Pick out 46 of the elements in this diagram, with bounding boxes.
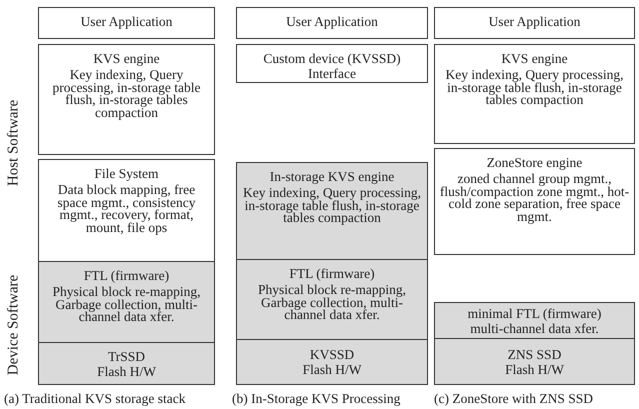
layer-title: minimal FTL (firmware) bbox=[468, 306, 602, 320]
panel-caption: (c) ZoneStore with ZNS SSD bbox=[434, 391, 593, 407]
software-layer-box bbox=[38, 44, 215, 155]
layer-group-label: Host Software bbox=[6, 100, 22, 186]
layer-description: Flash H/W bbox=[505, 362, 564, 376]
software-layer-box bbox=[434, 148, 635, 255]
layer-description: Data block mapping, free space mgmt., consistency mgmt., recovery, format, mount, file ops bbox=[56, 184, 196, 234]
layer-title: FTL (firmware) bbox=[289, 266, 375, 281]
device-layer-box bbox=[38, 342, 215, 385]
layer-group-label: Device Software bbox=[6, 274, 22, 376]
layer-description: zoned channel group mgmt., flush/compaction zone mgmt., hot-cold zone separation, free space mgmt. bbox=[438, 173, 630, 223]
layer-description: multi-channel data xfer. bbox=[470, 320, 599, 336]
layer-description: Flash H/W bbox=[97, 364, 156, 378]
layer-title: KVS engine bbox=[501, 51, 568, 66]
software-layer-box bbox=[434, 44, 635, 144]
layer-title: FTL (firmware) bbox=[84, 268, 170, 283]
panel-caption: (b) In-Storage KVS Processing bbox=[232, 391, 400, 407]
layer-description: Physical block re-mapping, Garbage collection, multi-channel data xfer. bbox=[51, 286, 202, 324]
device-layer-box bbox=[434, 338, 635, 385]
layer-title: User Application bbox=[286, 14, 378, 29]
software-layer-box bbox=[236, 7, 428, 39]
layer-title: ZoneStore engine bbox=[486, 155, 582, 170]
layer-description: Key indexing, Query processing, in-storage table flush, in-storage tables compaction bbox=[51, 69, 202, 119]
layer-title: TrSSD bbox=[108, 348, 146, 364]
software-layer-box bbox=[38, 7, 215, 39]
layer-title: User Application bbox=[488, 14, 580, 29]
layer-title: In-storage KVS engine bbox=[270, 169, 394, 184]
layer-title: KVSSD bbox=[310, 347, 354, 362]
layer-description: Key indexing, Query processing, in-storage table flush, in-storage tables compaction bbox=[444, 69, 625, 106]
device-layer-box bbox=[38, 261, 215, 343]
layer-title: User Application bbox=[80, 14, 172, 29]
layer-description: Key indexing, Query processing, in-storage table flush, in-storage tables compaction bbox=[242, 187, 422, 224]
device-layer-box bbox=[236, 162, 428, 260]
layer-title: KVS engine bbox=[93, 51, 160, 66]
software-layer-box bbox=[38, 159, 215, 264]
device-layer-box bbox=[236, 259, 428, 340]
layer-title: ZNS SSD bbox=[508, 346, 562, 362]
layer-title: File System bbox=[94, 166, 159, 181]
device-layer-box bbox=[434, 302, 635, 339]
layer-description: Physical block re-mapping, Garbage collection, multi-channel data xfer. bbox=[256, 284, 408, 322]
panel-caption: (a) Traditional KVS storage stack bbox=[4, 391, 186, 407]
software-layer-box bbox=[236, 44, 428, 83]
device-layer-box bbox=[236, 339, 428, 385]
software-layer-box bbox=[434, 7, 635, 39]
layer-description: Flash H/W bbox=[302, 362, 362, 377]
layer-title: Custom device (KVSSD) Interface bbox=[262, 51, 402, 81]
